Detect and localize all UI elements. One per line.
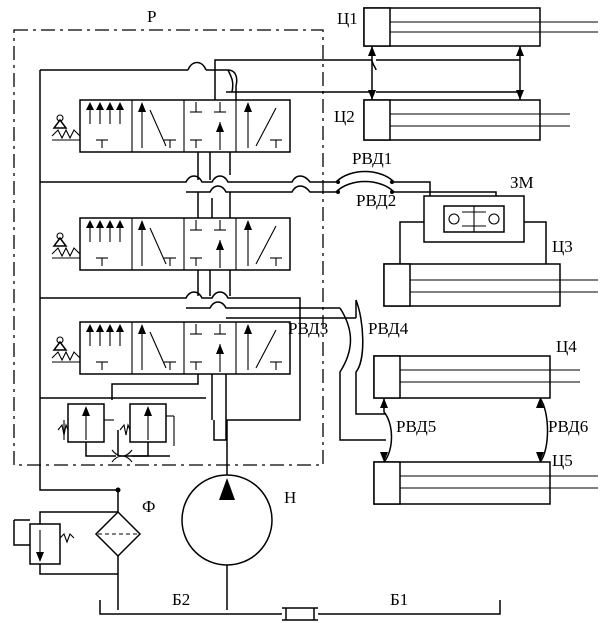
label-cyl5: Ц5 — [552, 451, 573, 470]
label-hose1: РВД1 — [352, 149, 392, 168]
label-lock: ЗМ — [510, 173, 534, 192]
cylinder-3: Ц3 — [383, 237, 598, 307]
label-hose6: РВД6 — [548, 417, 588, 436]
throttle-icon — [111, 449, 133, 463]
label-cyl1: Ц1 — [337, 9, 358, 28]
valve1-pos3-symbols — [190, 102, 226, 150]
relief-valve-1 — [57, 403, 105, 443]
label-tank-2: Б2 — [172, 590, 190, 609]
label-pump: Н — [284, 488, 296, 507]
valve1-actuator-icon — [51, 114, 81, 141]
hose-rvd3 — [339, 307, 386, 441]
cylinder-1: Ц1 — [337, 7, 598, 47]
label-line-p: Р — [147, 7, 156, 26]
filter-bypass-valve — [13, 511, 118, 575]
tank-line — [99, 600, 501, 615]
return-loop — [39, 70, 118, 491]
label-hose2: РВД2 — [356, 191, 396, 210]
valve1-pos1-arrows — [86, 102, 124, 148]
cylinder-4: Ц4 — [373, 337, 580, 399]
valve-block-3 — [51, 321, 291, 375]
hydraulic-lock: ЗМ — [423, 173, 534, 243]
valve1-pos2-arrows — [138, 102, 176, 148]
pump-arrow-icon — [219, 478, 235, 500]
label-hose3: РВД3 — [288, 319, 328, 338]
hose-rvd4 — [355, 299, 386, 415]
label-hose5: РВД5 — [396, 417, 436, 436]
label-hose4: РВД4 — [368, 319, 409, 338]
valve2-actuator-icon — [51, 232, 81, 259]
line-to-c1 — [214, 59, 372, 100]
frame-line-p — [13, 29, 324, 466]
label-cyl2: Ц2 — [334, 107, 355, 126]
filter: Ф — [94, 487, 155, 610]
label-cyl3: Ц3 — [552, 237, 573, 256]
valve-block-2 — [51, 217, 291, 271]
label-cyl4: Ц4 — [556, 337, 577, 356]
cylinder-5: Ц5 — [373, 451, 598, 505]
label-tank-1: Б1 — [390, 590, 408, 609]
valve-block-1 — [51, 99, 291, 153]
relief-valve-2 — [104, 403, 175, 446]
cylinder-2: Ц2 — [334, 99, 570, 141]
pump: Н — [181, 420, 296, 610]
label-filter: Ф — [142, 497, 155, 516]
valve1-pos4-arrows — [244, 102, 282, 148]
valve3-actuator-icon — [51, 336, 81, 363]
